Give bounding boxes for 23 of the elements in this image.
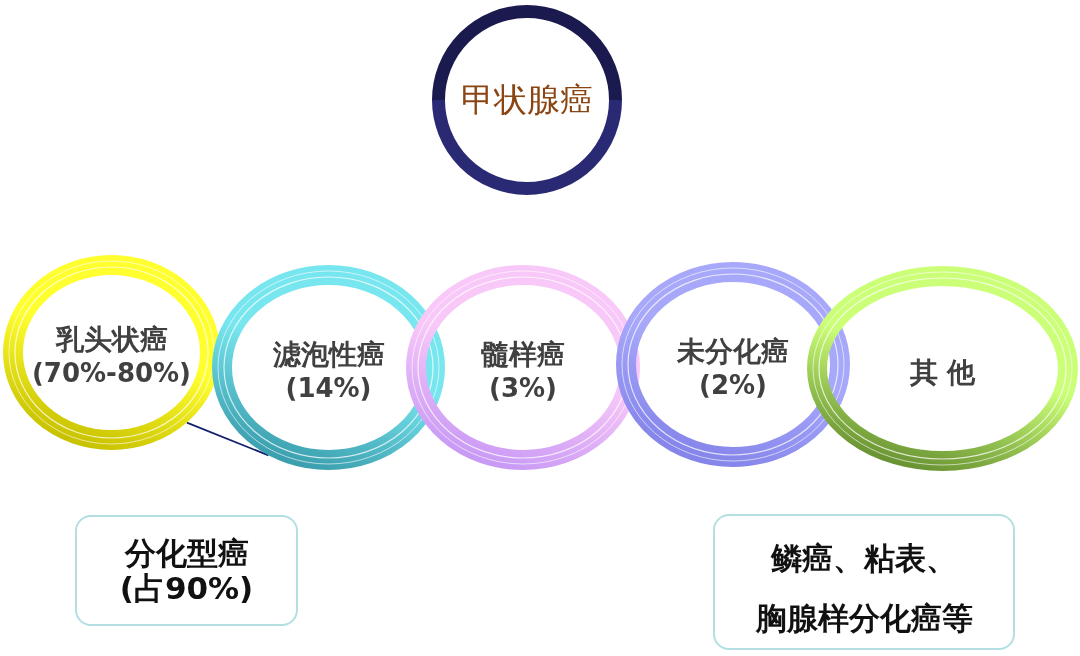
rounded-box <box>713 514 1015 650</box>
node-label: (占90%) <box>119 570 254 605</box>
ring-ellipse <box>212 265 445 470</box>
ring-circle <box>432 5 622 195</box>
ring-ellipse <box>807 266 1078 471</box>
node-label: 鳞癌、粘表、 <box>771 540 957 575</box>
node-label: 分化型癌 <box>124 536 249 571</box>
node-label: (3%) <box>489 372 557 405</box>
node-label: 乳头状癌 <box>55 323 168 358</box>
node-label: 甲状腺癌 <box>461 80 593 120</box>
node-label: 髓样癌 <box>481 338 565 373</box>
ring-ellipse <box>616 262 850 467</box>
ring-ellipse <box>406 265 640 470</box>
node-label: 滤泡性癌 <box>272 338 385 373</box>
node-label: 胸腺样分化癌等 <box>755 601 973 636</box>
node-label: (2%) <box>699 369 767 402</box>
node-label: 其 他 <box>909 355 976 390</box>
rounded-box <box>75 515 298 626</box>
node-label: (14%) <box>285 372 372 405</box>
ring-ellipse <box>3 255 220 450</box>
connector-line <box>185 421 270 457</box>
node-label: 未分化癌 <box>677 335 789 370</box>
node-label: (70%-80%) <box>32 357 191 390</box>
